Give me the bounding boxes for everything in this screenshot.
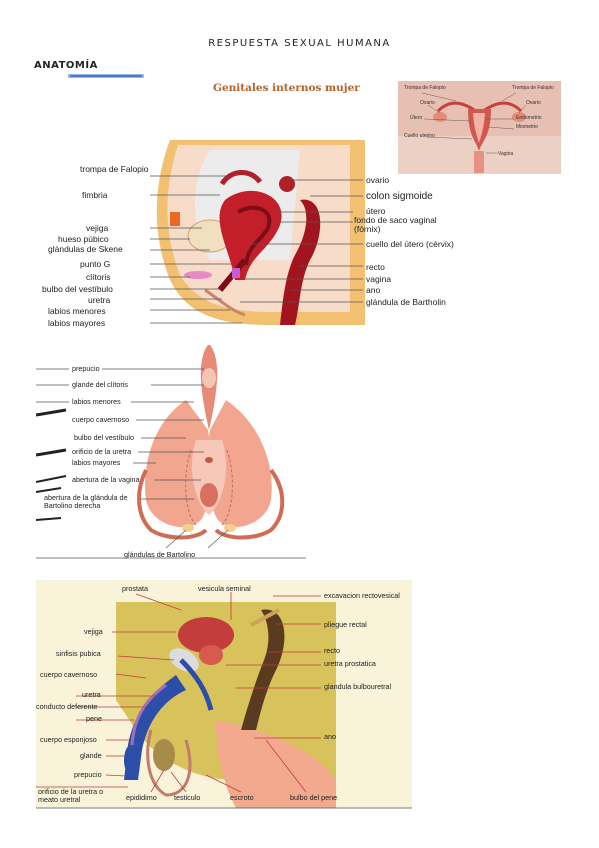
label-prepucio: prepucio	[72, 364, 100, 373]
label-glandula-bulbouretral: glandula bulbouretral	[324, 682, 392, 691]
label-pliegue-rectal: pliegue rectal	[324, 620, 367, 629]
inset-label-cuello-uterino: Cuello uterino	[404, 133, 435, 139]
label-vejiga-m: vejiga	[84, 627, 103, 636]
inset-label-ovario-right: Ovario	[526, 100, 541, 106]
inset-label-ovario-left: Ovario	[420, 100, 435, 106]
label-cuerpo-esponjoso: cuerpo esponjoso	[40, 735, 97, 744]
inset-label-miometrio: Miometrio	[516, 124, 538, 130]
label-ano-m: ano	[324, 732, 336, 741]
label-punto-g: punto G	[80, 259, 111, 269]
label-epididimo: epididimo	[126, 793, 157, 802]
label-glande-clitoris: glande del clítoris	[72, 380, 128, 389]
label-abertura-glandula-bartolino: abertura de la glándula de Bartolino der…	[44, 493, 128, 510]
label-uretra-prostatica: uretra prostatica	[324, 659, 376, 668]
female-external-genitals-diagram	[36, 345, 306, 559]
inset-label-trompa-left: Trompa de Falopio	[404, 85, 446, 91]
figure1-title: Genitales internos mujer	[213, 82, 360, 94]
label-testiculo: testiculo	[174, 793, 201, 802]
inset-label-utero: Útero	[410, 115, 423, 121]
label-bulbo-vestibulo: bulbo del vestíbulo	[42, 284, 113, 294]
label-glandulas-bartolino: glándulas de Bartolino	[124, 550, 196, 559]
label-glande: glande	[80, 751, 102, 760]
label-colon-sigmoide: colon sigmoide	[366, 191, 433, 202]
label-clitoris: clítoris	[86, 272, 111, 282]
inset-label-endometrio: Endometrio	[516, 115, 542, 121]
label-bulbo-vestibulo-ext: bulbo del vestíbulo	[74, 433, 134, 442]
label-glandulas-skene: glándulas de Skene	[48, 244, 123, 254]
label-vagina: vagina	[366, 274, 392, 284]
label-fondo-saco-vaginal: fondo de saco vaginal (fórnix)	[354, 215, 437, 234]
label-utero: útero	[366, 206, 386, 216]
uterus-frontal-inset	[398, 81, 561, 174]
label-prostata: prostata	[122, 584, 148, 593]
label-escroto: escroto	[230, 793, 254, 802]
label-recto: recto	[366, 262, 385, 272]
section-heading: ANATOMÍA	[34, 60, 98, 71]
label-labios-menores: labios menores	[48, 306, 106, 316]
label-cuerpo-cavernoso-f: cuerpo cavernoso	[72, 415, 130, 424]
label-sinfisis-pubica: sinfisis pubica	[56, 649, 101, 658]
label-pene: pene	[86, 714, 102, 723]
label-ovario: ovario	[366, 175, 390, 185]
label-bulbo-pene: bulbo del pene	[290, 793, 338, 802]
label-labios-menores-ext: labios menores	[72, 397, 121, 406]
label-labios-mayores-ext: labios mayores	[72, 458, 121, 467]
label-cuello-utero: cuello del útero (cérvix)	[366, 239, 454, 249]
label-vejiga: vejiga	[86, 223, 109, 233]
inset-label-trompa-right: Trompa de Falopio	[512, 85, 554, 91]
label-labios-mayores: labios mayores	[48, 318, 106, 328]
label-glandula-bartholin: glándula de Bartholin	[366, 297, 446, 307]
label-orificio-uretra-f: orificio de la uretra	[72, 447, 132, 456]
label-orificio-uretra-meato: orificio de la uretra o meato uretral	[38, 787, 104, 804]
label-cuerpo-cavernoso-m: cuerpo cavernoso	[40, 670, 98, 679]
heading-underline-decoration	[68, 74, 144, 78]
label-abertura-vagina: abertura de la vagina	[72, 475, 140, 484]
label-recto-m: recto	[324, 646, 340, 655]
label-vesicula-seminal: vesicula seminal	[198, 584, 251, 593]
label-hueso-pubico: hueso púbico	[58, 234, 109, 244]
label-fimbria: fimbria	[82, 190, 108, 200]
inset-label-vagina: Vagina	[498, 151, 514, 157]
label-trompa-falopio: trompa de Falopio	[80, 164, 149, 174]
label-prepucio-m: prepucio	[74, 770, 102, 779]
label-uretra-m: uretra	[82, 690, 101, 699]
label-uretra: uretra	[88, 295, 111, 305]
label-excavacion-rectovesical: excavacion rectovesical	[324, 591, 400, 600]
male-genitals-diagram	[36, 580, 412, 809]
label-ano: ano	[366, 285, 381, 295]
document-title: RESPUESTA SEXUAL HUMANA	[208, 38, 391, 49]
label-conducto-deferente: conducto deferente	[36, 702, 98, 711]
female-internal-genitals-diagram	[150, 140, 365, 325]
